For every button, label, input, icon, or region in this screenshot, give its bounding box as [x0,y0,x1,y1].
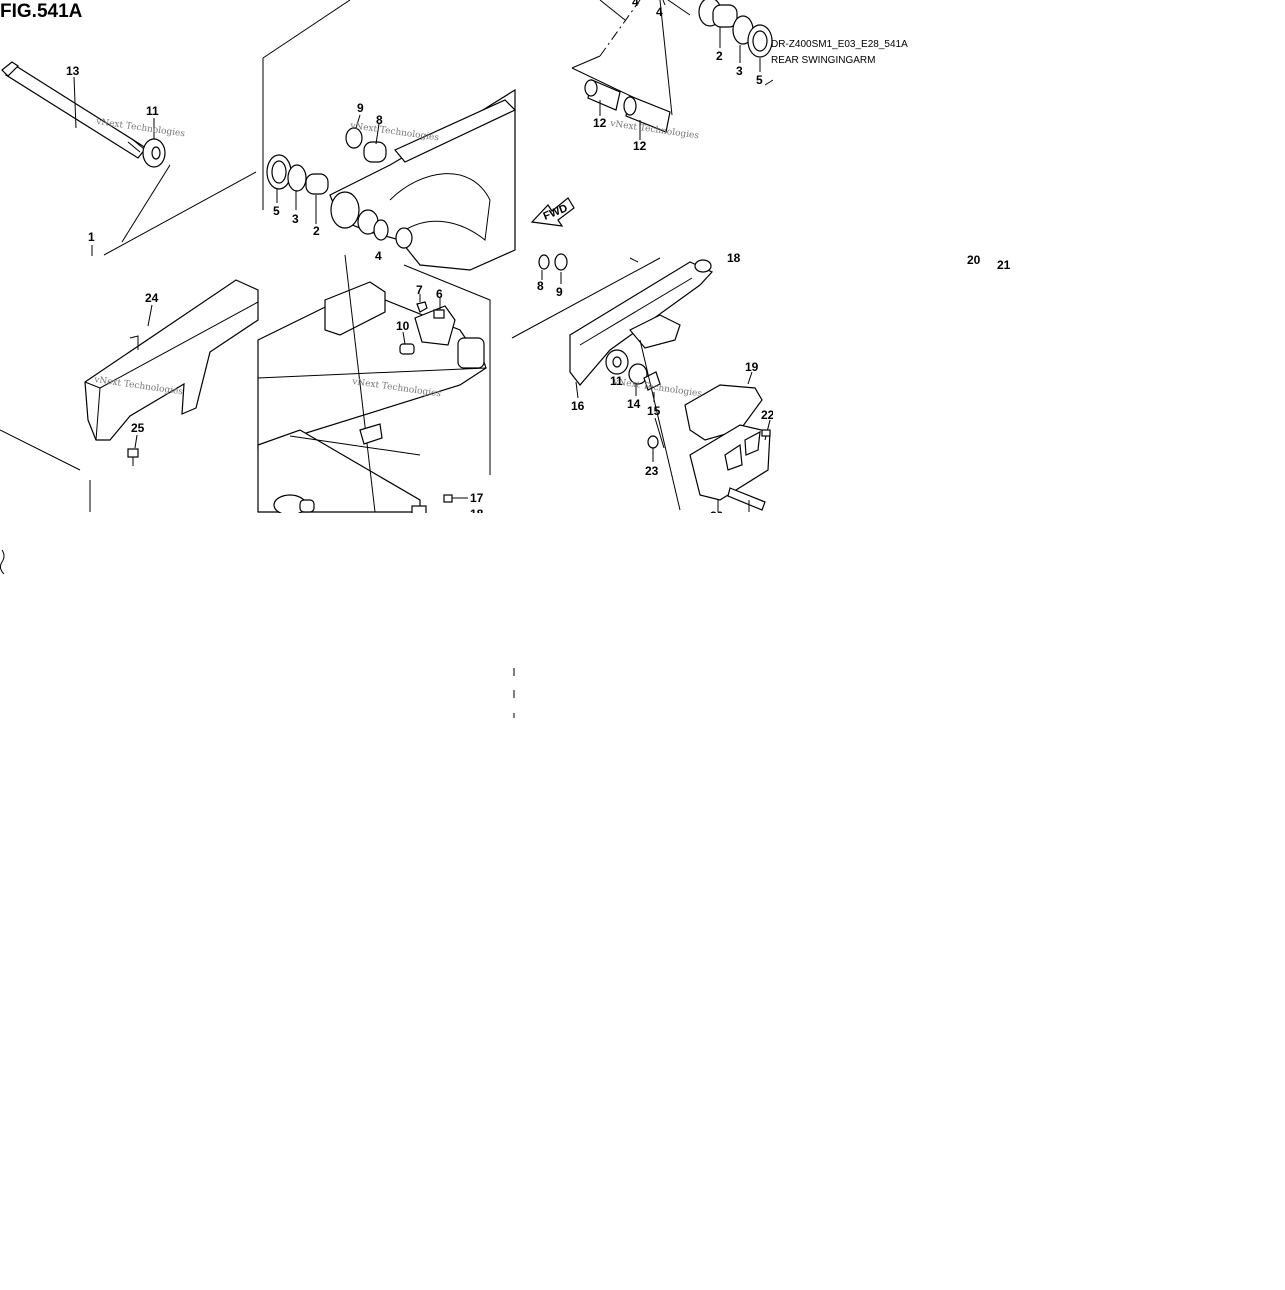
buffer-bolt-hole [694,259,712,273]
guide-bolt[interactable] [727,487,766,511]
chain-case[interactable] [84,279,259,441]
collar-14[interactable] [628,363,648,385]
callout-7: 7 [416,283,423,297]
collar-8[interactable] [538,254,550,270]
bolt-10[interactable] [399,343,415,355]
pivot-shaft-group [1,61,257,256]
spacer[interactable] [373,219,389,241]
callout-20-overlay: 20 [967,253,981,267]
callout-11: 11 [146,104,159,118]
nut-15[interactable] [643,371,661,391]
blank-area [0,513,1285,1285]
callout-14: 14 [627,397,641,411]
callout-4-top-b: 4 [656,5,663,19]
callout-9-right: 9 [556,285,563,299]
figure-title: FIG.541A [0,1,83,22]
callout-6: 6 [436,287,443,301]
callout-10: 10 [396,319,410,333]
needle-bearing[interactable] [305,173,329,195]
callout-24: 24 [145,291,159,305]
callout-8: 8 [376,113,383,127]
callout-8-right: 8 [537,279,544,293]
callout-15: 15 [647,404,661,418]
chain-case-bolt[interactable] [127,448,139,458]
callout-2-right: 2 [716,49,723,63]
callout-25: 25 [131,421,145,435]
thrust-washer[interactable] [287,164,307,192]
callout-21-overlay: 21 [997,258,1011,272]
callout-9: 9 [357,101,364,115]
callout-19: 19 [745,360,759,374]
callout-3: 3 [292,212,299,226]
upper-right-bearings-group [571,0,774,140]
bolt-7[interactable] [416,301,428,313]
fragment-left [0,549,5,575]
pivot-bearing[interactable] [363,141,387,163]
callout-23: 23 [645,464,659,478]
swingarm-brace [394,99,517,163]
washer-9[interactable] [554,253,568,271]
swingarm-group [257,0,517,516]
chain-case-group [0,279,259,512]
bolt-17[interactable] [443,494,453,503]
callout-2: 2 [313,224,320,238]
callout-11-right: 11 [610,374,623,388]
figure-code: DR-Z400SM1_E03_E28_541A [771,39,908,50]
swingarm-slot [324,281,386,336]
nut-23[interactable] [647,435,659,449]
chain-guide-group [511,197,771,512]
callout-5-right: 5 [756,73,763,87]
callout-12-a: 12 [593,116,607,130]
bolt-6[interactable] [433,309,445,319]
callout-1: 1 [88,230,95,244]
callout-22: 22 [761,408,775,422]
bolt-18[interactable] [411,505,427,515]
callout-4: 4 [375,249,382,263]
buffer-mount [629,314,681,349]
figure-name: REAR SWINGINGARM [771,55,875,66]
callout-13: 13 [66,64,80,78]
callout-18-right: 18 [727,251,741,265]
callout-5: 5 [273,204,280,218]
callout-3-right: 3 [736,64,743,78]
blank-area-right [773,80,1285,514]
callout-17: 17 [470,491,484,505]
callout-4-top: 4 [632,0,639,9]
fwd-arrow-icon [530,197,575,227]
chain-guide-window [724,443,743,471]
dust-seal[interactable] [345,127,363,149]
pivot-shaft-head [1,61,19,77]
chain-slider-tab [359,423,383,445]
callout-12-b: 12 [633,139,647,153]
pivot-shaft[interactable] [5,65,147,159]
callout-16: 16 [571,399,585,413]
